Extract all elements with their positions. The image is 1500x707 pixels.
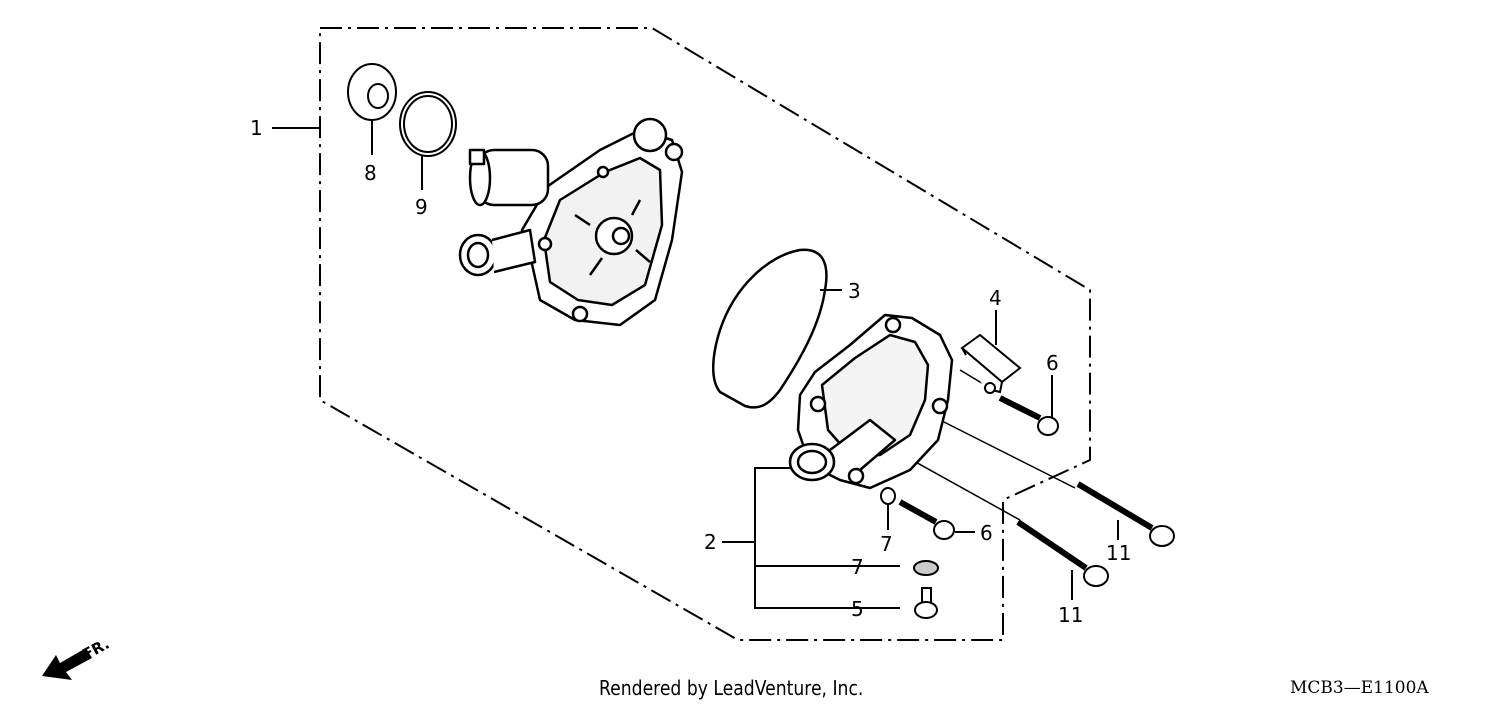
part-2-pump-cover [788, 313, 954, 490]
callout-1: 1 [250, 116, 263, 140]
callout-7-upper: 7 [880, 532, 893, 556]
part-6-bolt-lower [898, 499, 955, 540]
part-8-oil-seal [347, 63, 397, 121]
water-pump-body [458, 117, 684, 327]
callout-5: 5 [851, 597, 864, 621]
callout-9: 9 [415, 195, 428, 219]
callout-6-lower: 6 [980, 521, 993, 545]
diagram-code: MCB3—E1100A [1290, 678, 1429, 698]
callout-11-upper: 11 [1106, 541, 1131, 565]
callout-6-upper: 6 [1046, 351, 1059, 375]
front-arrow-icon [42, 648, 92, 680]
callout-11-lower: 11 [1058, 603, 1083, 627]
part-5-drain-bolt [914, 587, 938, 619]
callout-7-lower: 7 [851, 555, 864, 579]
part-11-bolt-upper [1076, 481, 1175, 547]
part-9-o-ring [399, 91, 457, 157]
part-7-washer-upper [880, 487, 896, 505]
assembly-boundary [319, 27, 1091, 641]
part-7-washer-lower [913, 560, 939, 576]
part-6-bolt-upper [998, 395, 1059, 436]
callout-4: 4 [989, 286, 1002, 310]
callout-3: 3 [848, 279, 861, 303]
callout-8: 8 [364, 161, 377, 185]
part-4-bracket [960, 333, 1022, 394]
part-3-gasket [712, 248, 828, 409]
render-credit: Rendered by LeadVenture, Inc. [599, 676, 864, 700]
bracket-part-2 [754, 467, 900, 609]
callout-2: 2 [704, 530, 717, 554]
part-11-bolt-lower [1016, 519, 1109, 587]
